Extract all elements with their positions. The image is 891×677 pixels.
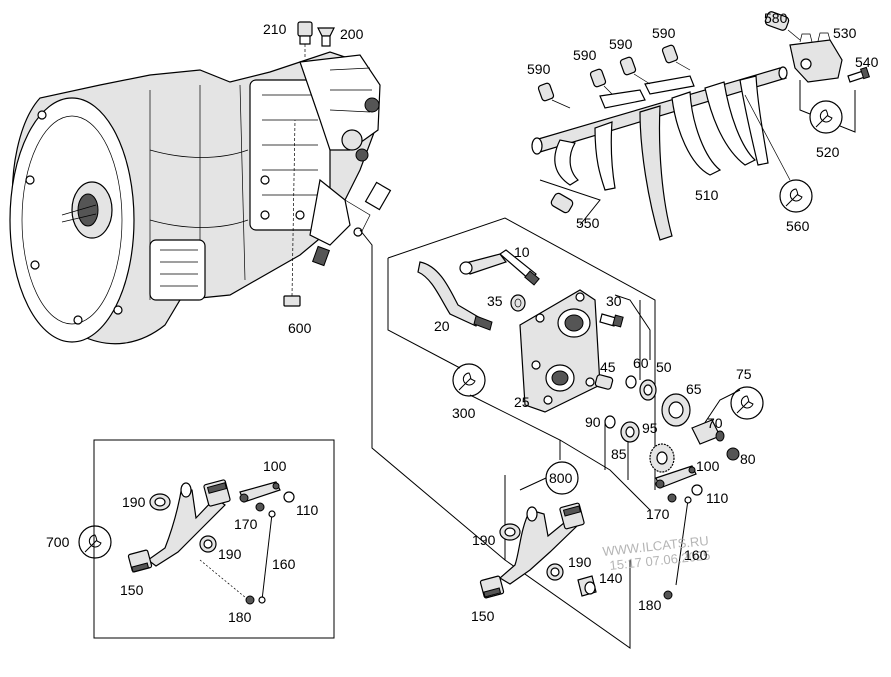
label-180-left: 180: [228, 609, 252, 625]
label-190-kit800: 190: [472, 532, 496, 548]
label-90: 90: [585, 414, 601, 430]
part-50-seal: [639, 379, 657, 401]
part-180-ring-right: [663, 590, 673, 600]
label-510: 510: [695, 187, 719, 203]
label-110-right: 110: [706, 490, 729, 506]
part-160-rod-left: [258, 510, 276, 604]
part-65-bearing: [661, 393, 691, 427]
transmission-housing: [9, 51, 392, 345]
wrench-icon-560: [744, 94, 813, 213]
part-200-breather: [317, 27, 335, 47]
label-35: 35: [487, 293, 503, 309]
label-180-right: 180: [638, 597, 662, 613]
label-110-left: 110: [296, 502, 319, 518]
part-gear-85: [649, 443, 675, 473]
part-labels: 210 200 600 580 530 540 520 560 510 550 …: [46, 10, 879, 625]
part-selector-lever-kit700: [127, 479, 231, 573]
kit-800-frame: [504, 475, 631, 649]
label-590-d: 590: [652, 25, 676, 41]
label-600: 600: [288, 320, 312, 336]
part-selector-lever-kit800: [479, 502, 585, 599]
label-25: 25: [514, 394, 530, 410]
label-520: 520: [816, 144, 840, 160]
part-100-link-right: [655, 465, 697, 489]
label-45: 45: [600, 359, 616, 375]
part-35-bushing: [510, 294, 526, 312]
label-170-left: 170: [234, 516, 258, 532]
label-590-a: 590: [527, 61, 551, 77]
part-170-ring-right: [667, 493, 677, 503]
part-20-lever: [417, 261, 493, 331]
label-100-right: 100: [696, 458, 720, 474]
label-580: 580: [764, 10, 788, 26]
wrench-icon-75: [730, 386, 764, 420]
label-140: 140: [599, 570, 623, 586]
label-20: 20: [434, 318, 450, 334]
part-45-plug: [594, 374, 614, 390]
wrench-icon-700: [78, 525, 112, 559]
part-580-pin: [764, 11, 801, 41]
wrench-icon-520: [809, 100, 843, 134]
label-70: 70: [707, 415, 723, 431]
label-190-kit800-b: 190: [568, 554, 592, 570]
label-10: 10: [514, 244, 530, 260]
part-210-plug: [297, 21, 313, 58]
part-540-bolt: [847, 66, 871, 83]
label-700: 700: [46, 534, 70, 550]
part-190-seal-kit800-b: [546, 563, 564, 581]
kit-700-box: [93, 439, 335, 639]
part-90-ring: [604, 415, 616, 429]
part-100-link-left: [239, 481, 281, 503]
label-530: 530: [833, 25, 857, 41]
detent-pins-590: [537, 44, 691, 109]
label-150-kit700: 150: [120, 582, 144, 598]
label-190-kit700-b: 190: [218, 546, 242, 562]
part-10-lever: [459, 249, 540, 286]
label-800: 800: [549, 470, 573, 486]
part-180-ring-left: [199, 559, 255, 605]
label-150-kit800: 150: [471, 608, 495, 624]
part-550-pin: [539, 179, 601, 226]
part-190-seal-kit700-b: [199, 535, 217, 553]
part-140-bushing: [577, 575, 597, 597]
part-530-bracket: [789, 32, 843, 83]
part-190-seal-kit800: [499, 523, 521, 541]
label-590-b: 590: [573, 47, 597, 63]
part-190-seal-kit700: [149, 493, 171, 511]
label-190-kit700: 190: [122, 494, 146, 510]
label-100-left: 100: [263, 458, 287, 474]
label-210: 210: [263, 21, 287, 37]
part-25-cover: [519, 289, 601, 413]
label-80: 80: [740, 451, 756, 467]
label-85: 85: [611, 446, 627, 462]
label-550: 550: [576, 215, 600, 231]
part-170-ring-left: [255, 502, 265, 512]
label-560: 560: [786, 218, 810, 234]
part-70-sleeve: [691, 419, 725, 445]
label-590-c: 590: [609, 36, 633, 52]
part-160-rod-right: [675, 496, 692, 586]
part-60-ring: [625, 375, 637, 389]
label-50: 50: [656, 359, 672, 375]
label-30: 30: [606, 293, 622, 309]
label-65: 65: [686, 381, 702, 397]
wrench-icon-300: [452, 363, 486, 397]
label-60: 60: [633, 355, 649, 371]
label-95: 95: [642, 420, 658, 436]
part-110-washer-right: [691, 484, 703, 496]
label-160-right: 160: [684, 547, 708, 563]
label-75: 75: [736, 366, 752, 382]
shift-fork-assembly: [531, 66, 788, 241]
part-95-seal: [620, 421, 640, 443]
part-110-washer-left: [283, 491, 295, 503]
label-540: 540: [855, 54, 879, 70]
part-80-nut: [726, 447, 740, 461]
label-300: 300: [452, 405, 476, 421]
part-30-bolt: [599, 313, 624, 328]
label-200: 200: [340, 26, 364, 42]
label-170-right: 170: [646, 506, 670, 522]
part-600-block: [283, 119, 301, 307]
label-160-left: 160: [272, 556, 296, 572]
